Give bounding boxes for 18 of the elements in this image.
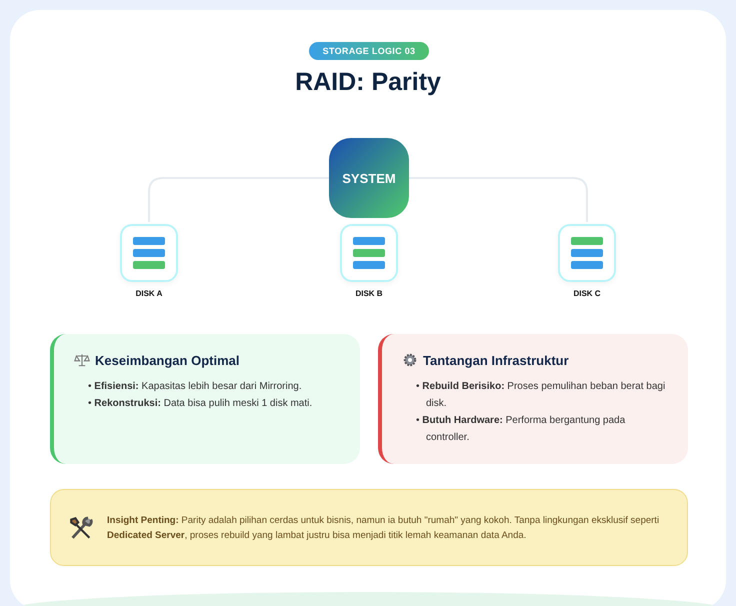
card-heading: Tantangan Infrastruktur <box>423 352 569 368</box>
insight-panel <box>50 489 688 566</box>
bullet-item: • Rebuild Berisiko: Proses pemulihan beban berat bagi disk. <box>416 380 666 411</box>
bullet-item: • Butuh Hardware: Performa bergantung pada controller. <box>416 414 626 445</box>
system-box: SYSTEM <box>329 138 409 218</box>
page-title: RAID: Parity <box>294 68 442 97</box>
bullet-item: • Rekonstruksi: Data bisa pulih meski 1 disk mati. <box>88 397 314 411</box>
connector-line <box>148 177 329 222</box>
card-heading: Keseimbangan Optimal <box>95 352 240 368</box>
disk-label: DISK B <box>355 289 383 298</box>
disk-label: DISK A <box>136 289 162 298</box>
info-card <box>50 334 360 464</box>
connector-line <box>409 177 588 222</box>
disk-label: DISK C <box>573 289 601 298</box>
category-badge: STORAGE LOGIC 03 <box>309 42 429 60</box>
insight-text: Insight Penting: Parity adalah pilihan cerdas untuk bisnis, namun ia butuh "rumah" yang kokoh. Tanpa lingkungan eksklusif seperti Dedicated Server, proses rebuild yang lambat justru bisa menjadi titik lemah keamanan data Anda. <box>107 514 660 542</box>
bullet-item: • Efisiensi: Kapasitas lebih besar dari Mirroring. <box>88 380 303 394</box>
info-card <box>378 334 688 464</box>
